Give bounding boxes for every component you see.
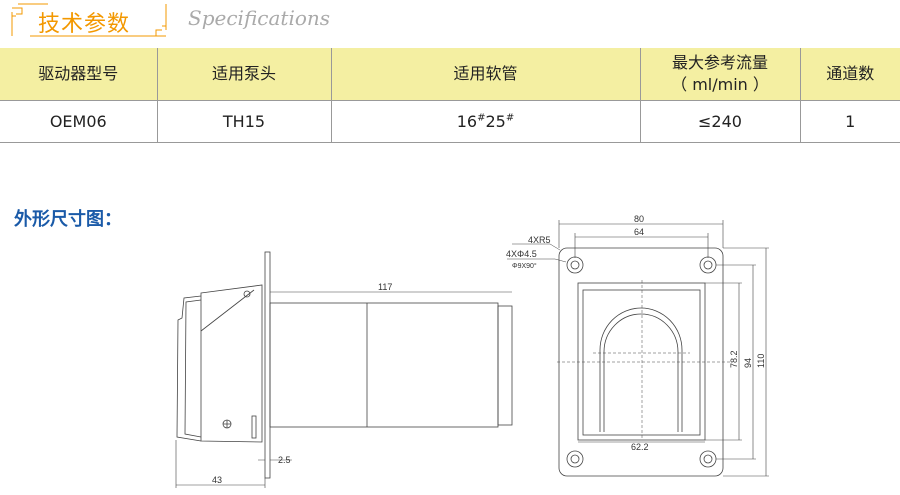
cell-tube: 16#25# <box>330 100 640 143</box>
col-tube: 适用软管 <box>330 48 640 101</box>
flow-label: 最大参考流量 <box>671 53 768 72</box>
dim-hole-spacing-x: 64 <box>634 227 644 237</box>
col-model: 驱动器型号 <box>0 48 157 101</box>
dim-hole-spacing-y: 94 <box>743 358 753 368</box>
cell-channels: 1 <box>799 100 900 143</box>
table-row: OEM06 TH15 16#25# ≤240 1 <box>0 100 900 143</box>
hash-a: # <box>477 112 486 124</box>
dim-depth: 43 <box>212 475 222 485</box>
cell-flow: ≤240 <box>639 100 800 143</box>
hash-b: # <box>505 112 515 124</box>
cell-pump-head: TH15 <box>156 100 331 143</box>
dim-window-width: 62.2 <box>631 442 649 452</box>
note-countersink: Φ9X90° <box>512 262 537 270</box>
side-view: 117 43 2.5 <box>175 251 513 488</box>
dim-plate: 2.5 <box>278 455 291 465</box>
front-view: 80 64 62.2 78.2 94 110 4XR5 4XΦ4.5 Φ9X90… <box>506 214 769 477</box>
note-holes: 4XΦ4.5 <box>506 249 537 259</box>
section-subtitle: Specifications <box>188 6 331 30</box>
table-header-row: 驱动器型号 适用泵头 适用软管 最大参考流量 （ ml/min ） 通道数 <box>0 48 900 101</box>
note-corner-radius: 4XR5 <box>528 235 551 245</box>
col-pump-head: 适用泵头 <box>156 48 331 101</box>
cell-model: OEM06 <box>0 100 157 143</box>
tube-b: 25 <box>485 112 506 131</box>
spec-table: 驱动器型号 适用泵头 适用软管 最大参考流量 （ ml/min ） 通道数 OEM… <box>0 48 900 143</box>
header-frame-ornament <box>11 3 167 37</box>
dim-length: 117 <box>378 282 392 292</box>
dim-width: 80 <box>634 214 644 224</box>
section-title: 技术参数 <box>38 12 131 37</box>
dim-height: 110 <box>756 354 766 368</box>
col-flow: 最大参考流量 （ ml/min ） <box>639 48 800 101</box>
col-channels: 通道数 <box>799 48 900 101</box>
tube-a: 16 <box>456 112 478 131</box>
flow-unit: （ ml/min ） <box>671 75 769 94</box>
dimension-drawing-title: 外形尺寸图： <box>14 209 122 230</box>
dim-window-height: 78.2 <box>729 350 739 368</box>
